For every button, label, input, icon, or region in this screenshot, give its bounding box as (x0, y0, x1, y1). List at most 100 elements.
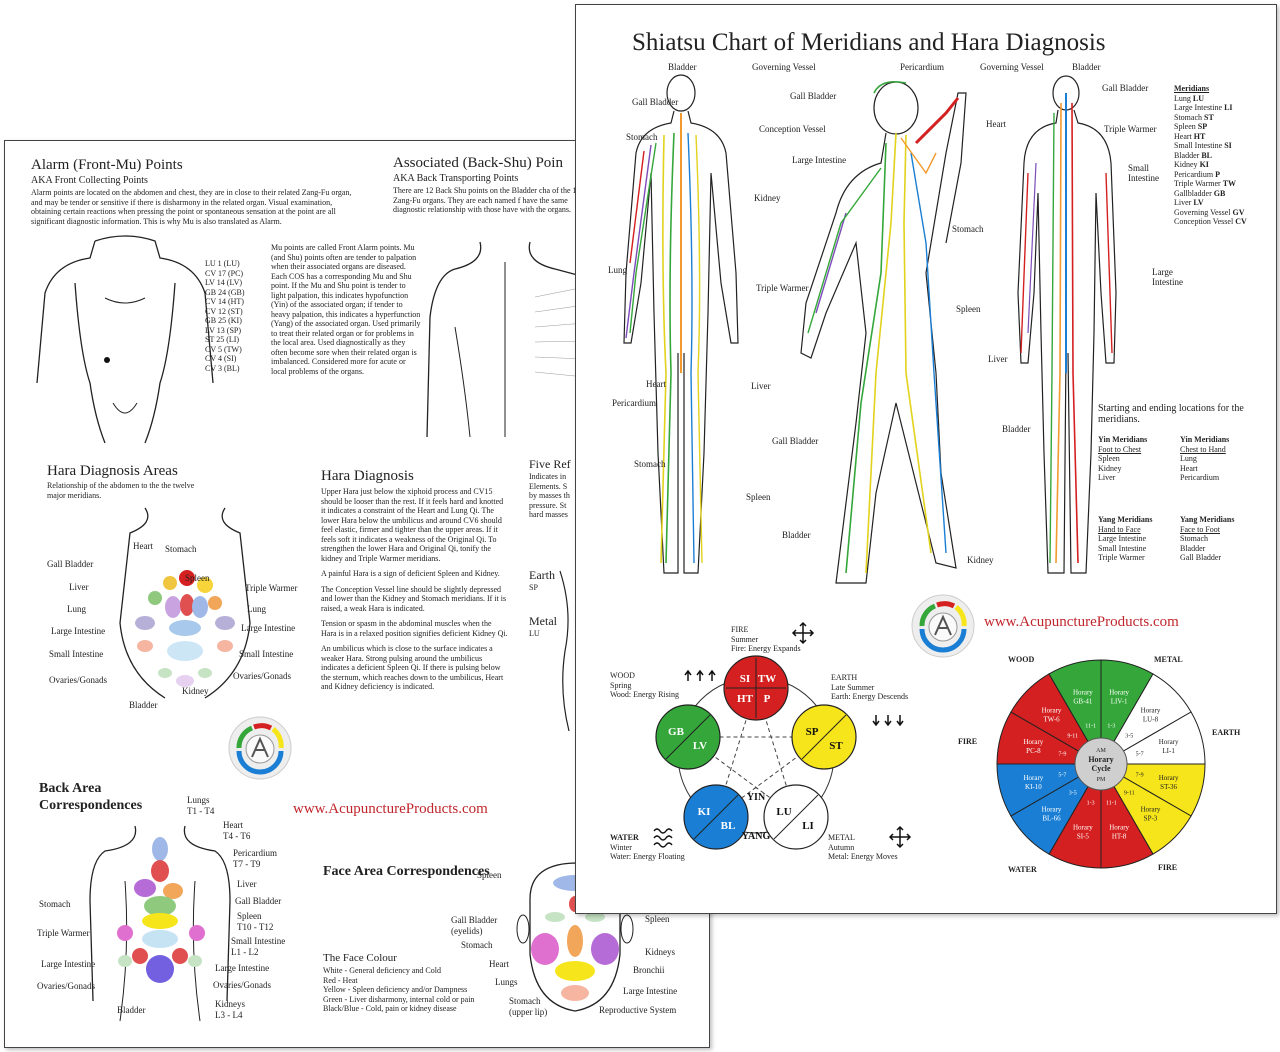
meridian-legend-item: Gallbladder GB (1174, 189, 1274, 199)
meridian-code: BL (1201, 150, 1212, 160)
alarm-point: CV 17 (PC) (205, 268, 244, 278)
descending-arrow-icon (872, 715, 880, 727)
element-code: SP (806, 726, 819, 738)
horary-segment-time: 7-9 (1136, 772, 1144, 778)
horary-segment-point: HT-8 (1112, 833, 1127, 841)
torso-back-figure (426, 241, 586, 438)
metal-season: Autumn (828, 842, 855, 852)
horary-segment-time: 11-1 (1106, 801, 1117, 807)
meridian-code: KI (1199, 160, 1209, 169)
yin-item: Spleen (1098, 454, 1120, 463)
back-area-label: Ovaries/Gonads (213, 980, 271, 990)
alarm-subtitle: AKA Front Collecting Points (31, 175, 148, 186)
yang-title: Yang Meridians (1098, 515, 1153, 524)
alarm-point: LV 13 (SP) (205, 325, 242, 335)
meridian-name: Heart (1174, 131, 1194, 141)
hara-label: Liver (69, 582, 89, 592)
face-colour-item: Yellow - Spleen deficiency and/or Dampne… (323, 985, 468, 994)
yin-item: Lung (1180, 454, 1197, 463)
website-link[interactable]: www.AcupunctureProducts.com (293, 801, 488, 817)
face-label: Spleen (477, 870, 502, 880)
meridian-code: ST (1204, 112, 1214, 122)
fire-season: Summer (731, 634, 759, 644)
horary-segment-time: 7-9 (1058, 752, 1066, 758)
meridian-code: CV (1235, 217, 1247, 226)
alarm-point: CV 5 (TW) (205, 344, 242, 354)
figure-label: Gall Bladder (1102, 83, 1149, 93)
hara-label: Small Intestine (49, 649, 104, 659)
acupuncture-products-logo (228, 716, 292, 780)
hara-areas-title: Hara Diagnosis Areas (47, 463, 178, 479)
face-label: Large Intestine (623, 986, 678, 996)
meridian-name: Gallbladder (1174, 188, 1214, 198)
back-area-label: L1 - L2 (231, 947, 259, 957)
water-element-text: WATER Winter Water: Energy Floating (610, 833, 685, 862)
rising-arrow-icon (708, 669, 716, 681)
back-area-label: Gall Bladder (235, 896, 282, 906)
five-ref-figure-edge (559, 570, 570, 732)
figure-label: Kidney (754, 193, 781, 203)
earth-desc: Earth: Energy Descends (831, 692, 909, 701)
figure-label: Gall Bladder (632, 97, 679, 107)
element-divider (693, 794, 739, 840)
horary-segment-label: Horary (1042, 707, 1062, 715)
meridian-legend-item: Spleen SP (1174, 122, 1274, 132)
meridian-name: Bladder (1174, 150, 1202, 160)
horary-segment-label: Horary (1073, 688, 1093, 696)
meridian-legend-item: Bladder BL (1174, 151, 1274, 161)
metal-element-text: METAL Autumn Metal: Energy Moves (828, 833, 898, 862)
meridian-name: Small Intestine (1174, 141, 1225, 150)
website-link[interactable]: www.AcupunctureProducts.com (984, 614, 1179, 630)
alarm-point: GB 25 (KI) (205, 316, 242, 325)
hara-label: Heart (133, 541, 153, 551)
horary-segment-time: 3-5 (1069, 790, 1077, 796)
horary-element-label: WATER (1008, 865, 1037, 874)
yang-title: Yang Meridians (1180, 515, 1235, 524)
figure-label: Bladder (1002, 424, 1031, 434)
floating-waves-icon (653, 842, 673, 848)
back-area-label: Heart (223, 820, 243, 830)
hara-label: Triple Warmer (245, 583, 298, 593)
hara-label: Ovaries/Gonads (49, 675, 107, 685)
back-area-label: Kidneys (215, 999, 245, 1009)
meridian-code: LI (1224, 103, 1233, 112)
hara-label: Kidney (182, 686, 209, 696)
wood-season: Spring (610, 680, 632, 690)
five-ref-metal: Metal (529, 614, 557, 628)
standing-figure-front (623, 74, 739, 574)
associated-title: Associated (Back-Shu) Poin (393, 155, 563, 171)
meridian-code: SI (1224, 141, 1232, 150)
horary-segment-point: LIV-1 (1111, 697, 1128, 705)
yin-item: Liver (1098, 473, 1116, 482)
element-divider (665, 714, 711, 760)
meridian-name: Conception Vessel (1174, 217, 1236, 226)
horary-element-label: FIRE (958, 737, 978, 746)
front-chart-sheet: Shiatsu Chart of Meridians and Hara Diag… (575, 4, 1277, 914)
meridian-code: TW (1222, 179, 1237, 188)
figure-label: Heart (646, 379, 666, 389)
fire-element-text: FIRE Summer Fire: Energy Expands (731, 625, 801, 654)
element-divider (773, 794, 819, 840)
horary-segment-point: LI-1 (1162, 747, 1175, 755)
yang-label: YANG (742, 831, 771, 842)
meridian-name: Governing Vessel (1174, 207, 1233, 217)
face-label: Stomach (509, 996, 541, 1006)
horary-segment-label: Horary (1141, 805, 1161, 813)
alarm-point: CV 12 (ST) (205, 306, 243, 316)
yin-item: Kidney (1098, 463, 1122, 473)
yin-item: Pericardium (1180, 473, 1220, 482)
yang-item: Triple Warmer (1098, 553, 1145, 562)
figure-label: Governing Vessel (980, 62, 1044, 72)
meridian-name: Pericardium (1174, 169, 1216, 179)
locations-title: Starting and ending locations for the me… (1098, 403, 1244, 425)
wood-name: WOOD (610, 671, 635, 680)
back-area-label: T10 - T12 (237, 922, 274, 932)
element-divider (801, 714, 847, 760)
moving-arrows-icon (888, 825, 912, 849)
horary-segment-time: 1-3 (1107, 723, 1115, 729)
hara-paragraph: The Conception Vessel line should be sli… (321, 584, 507, 613)
figure-label: Large Intestine (792, 155, 847, 165)
water-name: WATER (610, 833, 639, 842)
